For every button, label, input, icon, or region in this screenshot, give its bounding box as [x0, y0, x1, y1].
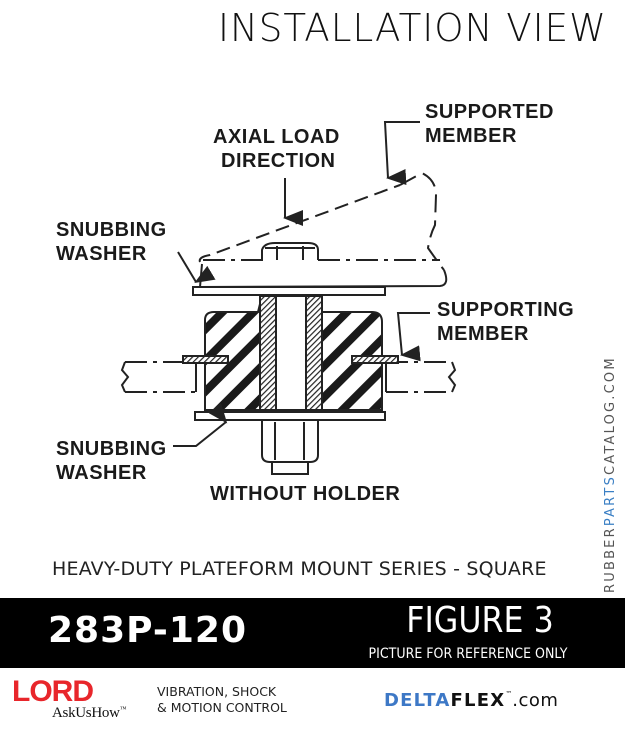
supported-member	[198, 171, 448, 288]
part-number: 283P-120	[48, 610, 247, 651]
inner-sleeve-left	[259, 295, 277, 411]
installation-diagram	[120, 121, 457, 475]
snubbing-washer-bottom-label: SNUBBING WASHER	[56, 438, 167, 484]
diagram-caption: WITHOUT HOLDER	[210, 483, 401, 505]
supported-member-label: SUPPORTED MEMBER	[425, 101, 554, 147]
supporting-member-label: SUPPORTING MEMBER	[437, 299, 575, 345]
page-title: INSTALLATION VIEW	[218, 6, 607, 50]
deltaflex-logo[interactable]: DELTAFLEX™.com	[384, 690, 559, 711]
snubbing-washer-top	[192, 286, 386, 296]
axial-load-label: AXIAL LOAD DIRECTION	[213, 126, 340, 172]
lord-logo: LORD	[12, 675, 94, 708]
askus-tagline: AskUsHow™	[52, 705, 127, 721]
figure-label: FIGURE 3	[406, 600, 554, 641]
reference-note: PICTURE FOR REFERENCE ONLY	[368, 646, 568, 662]
hex-nut-bottom	[261, 420, 319, 475]
site-watermark: RUBBERPARTSCATALOG.COM	[603, 356, 618, 593]
series-title: HEAVY-DUTY PLATEFORM MOUNT SERIES - SQUA…	[52, 558, 547, 580]
vibration-tagline: VIBRATION, SHOCK & MOTION CONTROL	[157, 684, 287, 715]
inner-sleeve-right	[305, 295, 323, 411]
snubbing-washer-top-label: SNUBBING WASHER	[56, 219, 167, 265]
hex-nut-top	[261, 242, 319, 260]
snubbing-washer-bottom	[194, 411, 386, 421]
bolt	[275, 295, 307, 411]
part-number-band: 283P-120 FIGURE 3 PICTURE FOR REFERENCE …	[0, 598, 625, 668]
